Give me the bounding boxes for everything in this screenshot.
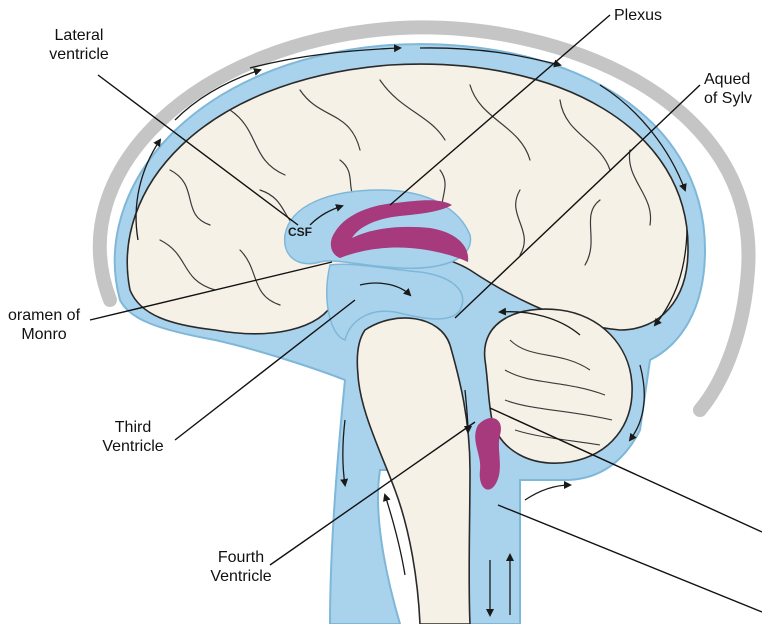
label-foramen-line2: Monro: [21, 326, 67, 343]
leader-plexus: [389, 14, 611, 206]
gyri-lines: [159, 79, 652, 306]
label-foramen-of-monro: oramen of Monro: [0, 306, 88, 344]
label-aqueduct-line1: Aqued: [704, 71, 751, 88]
label-plexus-text: Plexus: [614, 7, 663, 24]
flow-arrow: [383, 493, 406, 576]
label-fourth-ventricle: Fourth Ventricle: [196, 548, 286, 586]
flow-arrow: [463, 389, 472, 434]
flow-arrow: [599, 84, 687, 192]
flow-arrow: [340, 419, 349, 487]
label-aqueduct-line2: of Sylv: [704, 90, 753, 107]
leader-right-lower-1: [489, 407, 762, 533]
leader-lateral-ventricle: [97, 74, 299, 226]
leader-foramen-monro: [89, 261, 333, 321]
third-ventricle-shape: [326, 263, 464, 341]
skull-arc: [92, 20, 756, 417]
flow-arrow: [498, 307, 581, 336]
leader-aqueduct: [454, 84, 701, 319]
label-foramen-line1: oramen of: [7, 307, 81, 324]
flow-arrow: [524, 481, 572, 501]
label-third-ventricle-line2: Ventricle: [102, 438, 164, 455]
label-fourth-ventricle-line2: Ventricle: [210, 568, 272, 585]
label-plexus: Plexus: [614, 6, 662, 25]
flow-arrow: [249, 44, 402, 69]
leader-fourth-ventricle: [269, 421, 476, 566]
flow-arrow: [135, 138, 162, 241]
choroid-plexus: [330, 200, 469, 262]
label-aqueduct: Aqued of Sylv: [704, 70, 752, 108]
label-lateral-ventricle-line1: Lateral: [54, 27, 104, 44]
flow-arrow: [419, 47, 562, 68]
csf-flow-arrows: [135, 44, 688, 617]
label-lateral-ventricle: Lateral ventricle: [34, 26, 124, 64]
label-third-ventricle-line1: Third: [114, 419, 152, 436]
leader-third-ventricle: [174, 299, 356, 441]
flow-arrow: [359, 282, 412, 297]
flow-arrow: [628, 364, 645, 442]
leader-right-lower-2: [497, 504, 762, 613]
label-third-ventricle: Third Ventricle: [88, 418, 178, 456]
brainstem: [356, 317, 471, 624]
fourth-ventricle-plexus: [475, 417, 501, 490]
flow-arrow: [174, 68, 262, 121]
flow-arrow: [653, 229, 688, 327]
label-csf: CSF: [288, 225, 312, 239]
label-fourth-ventricle-line1: Fourth: [217, 549, 265, 566]
flow-arrow: [309, 204, 344, 226]
leader-lines: [89, 14, 762, 613]
label-lateral-ventricle-line2: ventricle: [49, 46, 109, 63]
